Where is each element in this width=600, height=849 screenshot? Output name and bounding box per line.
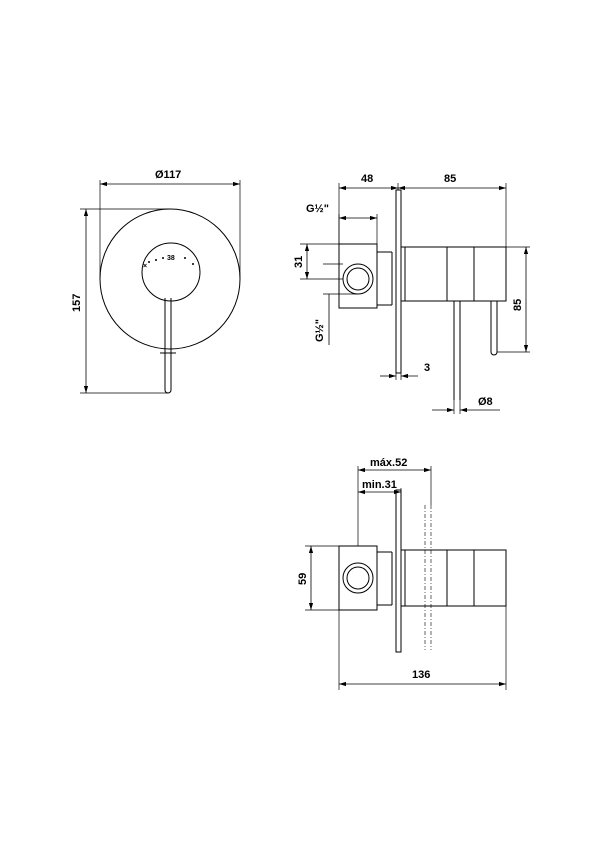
dim-thread-top-label: G½" <box>306 203 329 215</box>
dim-min-label: min.31 <box>362 479 397 491</box>
connection-block-2 <box>338 545 378 611</box>
dim-31-label: 31 <box>293 256 305 268</box>
dim-3-label: 3 <box>424 362 430 374</box>
wall-plate <box>395 189 402 374</box>
front-view: 38 × Ø117 157 <box>71 169 241 394</box>
temperature-dial: 38 × <box>143 255 194 270</box>
dim-thread-bottom-label: G½" <box>314 319 326 342</box>
lever-handle <box>164 298 172 394</box>
sleeve-hidden <box>424 505 432 650</box>
handle-body-2 <box>400 549 507 607</box>
port-inner-2 <box>346 566 370 590</box>
dim-d8-label: Ø8 <box>478 396 493 408</box>
lever-down <box>453 301 461 400</box>
dim-max-label: máx.52 <box>370 457 407 469</box>
side-view: 48 85 G½" 31 G½" 85 3 Ø8 <box>293 173 530 414</box>
bottom-view: máx.52 min.31 59 136 <box>297 457 507 690</box>
dim-diameter-label: Ø117 <box>155 169 181 181</box>
port-inner <box>346 267 370 291</box>
cover-plate <box>99 208 241 350</box>
dim-height-label: 157 <box>71 294 83 312</box>
handle-knob <box>141 242 201 302</box>
dim-85-right-label: 85 <box>512 299 524 311</box>
port-outer-2 <box>342 562 374 594</box>
dim-136-label: 136 <box>412 669 430 681</box>
handle-body <box>400 246 507 302</box>
dim-59-label: 59 <box>297 573 309 585</box>
wall-plate-2 <box>395 489 402 653</box>
lever-short <box>490 301 498 356</box>
dial-marker-text: 38 <box>167 255 175 262</box>
connection-block <box>338 243 378 309</box>
dim-48-label: 48 <box>361 173 373 185</box>
dial-cross-mark: × <box>143 263 147 270</box>
dim-85-top-label: 85 <box>444 173 456 185</box>
